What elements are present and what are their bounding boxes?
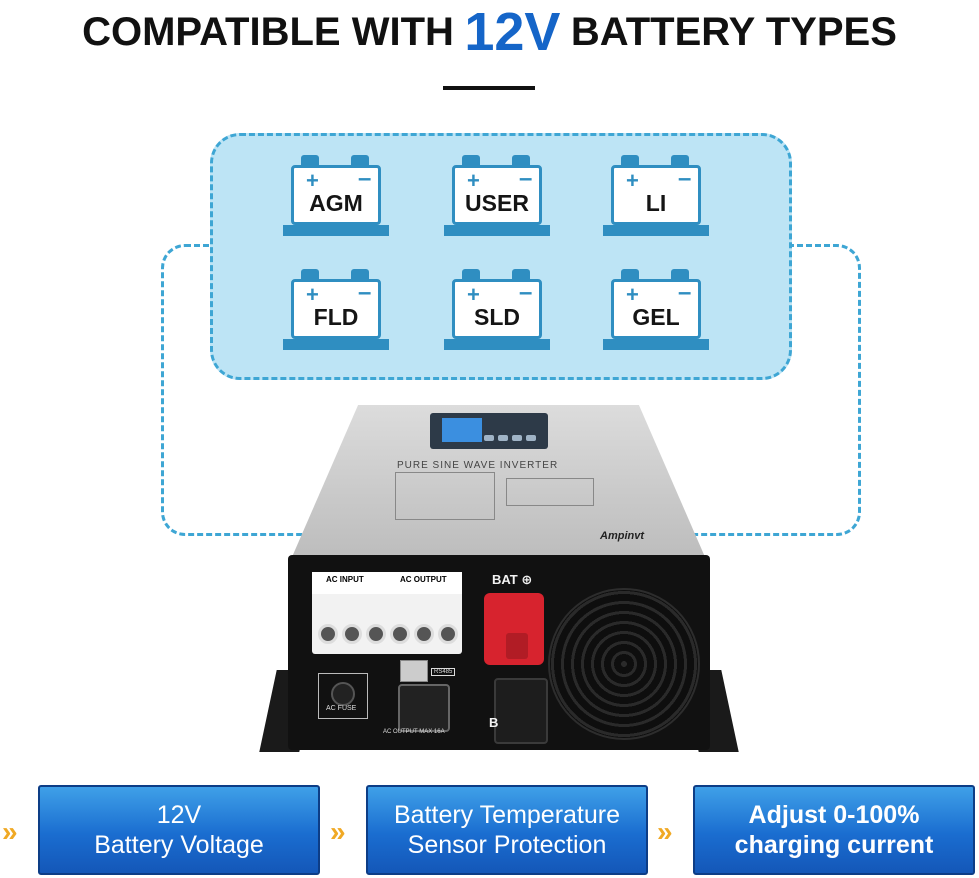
ac-output-max-label: AC OUTPUT MAX 16A — [383, 729, 445, 735]
terminal-screw — [414, 624, 434, 644]
battery-type-label: SLD — [474, 304, 520, 330]
ac-output-label: AC OUTPUT — [400, 575, 447, 584]
feature-line-2: Sensor Protection — [407, 831, 607, 859]
minus-symbol: – — [519, 165, 533, 192]
plus-symbol: + — [626, 282, 639, 307]
feature-line-1: Adjust 0-100% — [748, 801, 920, 829]
terminal-screw — [438, 624, 458, 644]
page-title: COMPATIBLE WITH 12V BATTERY TYPES — [0, 0, 979, 64]
battery-type-label: AGM — [309, 190, 363, 216]
battery-gel-icon: + – GEL — [603, 269, 709, 353]
chevron-right-icon: » — [2, 816, 17, 847]
minus-symbol: – — [678, 165, 692, 192]
title-underline — [443, 86, 535, 90]
feature-battery-voltage: 12V Battery Voltage — [38, 785, 320, 875]
minus-symbol: – — [358, 165, 372, 192]
plus-symbol: + — [467, 168, 480, 193]
battery-agm-icon: + – AGM — [283, 155, 389, 239]
terminal-screw — [390, 624, 410, 644]
rs485-label: RS485 — [431, 668, 456, 676]
fuse-knob-icon — [331, 682, 355, 706]
plus-symbol: + — [306, 282, 319, 307]
title-text-before: COMPATIBLE WITH — [82, 10, 454, 54]
plus-symbol: + — [306, 168, 319, 193]
battery-user-icon: + – USER — [444, 155, 550, 239]
indicator-chart-right — [506, 478, 594, 506]
bat-minus-label: B — [489, 715, 499, 730]
minus-symbol: – — [358, 279, 372, 306]
feature-line-1: Battery Temperature — [393, 801, 621, 829]
chevron-right-icon: » — [657, 816, 672, 847]
lcd-screen — [442, 418, 482, 442]
battery-type-label: GEL — [632, 304, 680, 330]
ac-input-label: AC INPUT — [326, 575, 364, 584]
feature-temperature-sensor: Battery Temperature Sensor Protection — [366, 785, 648, 875]
minus-symbol: – — [678, 279, 692, 306]
feature-line-1: 12V — [156, 801, 202, 829]
chevron-right-icon: » — [330, 816, 345, 847]
feature-charging-current: Adjust 0-100% charging current — [693, 785, 975, 875]
ac-fuse-holder — [318, 673, 368, 719]
plus-symbol: + — [626, 168, 639, 193]
cooling-fan-icon — [548, 588, 700, 740]
bat-plus-label: BAT ⊕ — [492, 572, 533, 587]
feature-line-2: charging current — [734, 831, 934, 859]
battery-sld-icon: + – SLD — [444, 269, 550, 353]
terminal-screw — [366, 624, 386, 644]
rj45-port-icon — [400, 660, 428, 682]
positive-terminal-clip — [506, 633, 528, 659]
ac-outlet-icon — [398, 684, 450, 732]
feature-line-2: Battery Voltage — [94, 831, 264, 859]
terminal-header — [312, 572, 462, 594]
title-highlight-12v: 12V — [464, 2, 561, 62]
title-text-after: BATTERY TYPES — [570, 10, 897, 54]
ac-fuse-label: AC FUSE — [326, 705, 357, 712]
minus-symbol: – — [519, 279, 533, 306]
battery-type-label: FLD — [313, 304, 359, 330]
plus-symbol: + — [467, 282, 480, 307]
battery-fld-icon: + – FLD — [283, 269, 389, 353]
battery-type-label: USER — [465, 190, 529, 216]
battery-li-icon: + – LI — [603, 155, 709, 239]
inverter-title: PURE SINE WAVE INVERTER — [397, 460, 559, 471]
negative-terminal-cover — [494, 678, 548, 744]
brand-logo: Ampinvt — [600, 530, 644, 542]
terminal-screw — [318, 624, 338, 644]
battery-type-label: LI — [645, 190, 667, 216]
terminal-screw — [342, 624, 362, 644]
indicator-description-chart — [395, 472, 495, 520]
